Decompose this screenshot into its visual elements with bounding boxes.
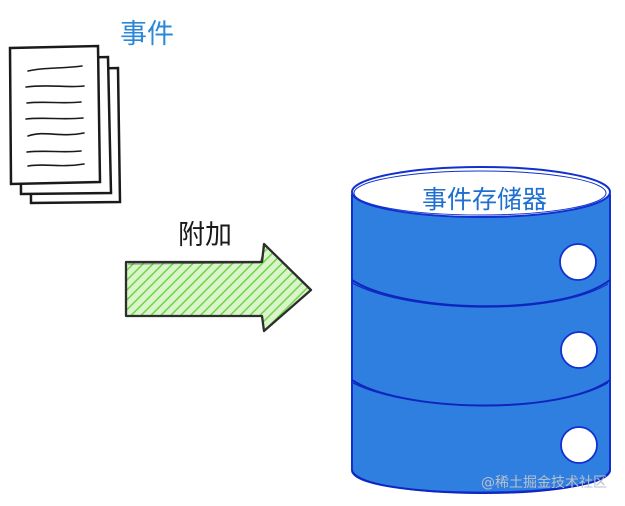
event-store-label: 事件存储器 xyxy=(422,185,548,214)
disk-indicator-middle xyxy=(560,331,598,369)
watermark: @稀土掘金技术社区 xyxy=(481,475,607,491)
events-label: 事件 xyxy=(120,19,174,50)
database-icon xyxy=(351,166,611,494)
disk-indicator-bottom xyxy=(560,426,598,464)
append-label: 附加 xyxy=(178,220,232,251)
documents-icon xyxy=(8,44,122,205)
disk-indicator-top xyxy=(559,243,597,281)
append-arrow-icon xyxy=(124,242,313,333)
